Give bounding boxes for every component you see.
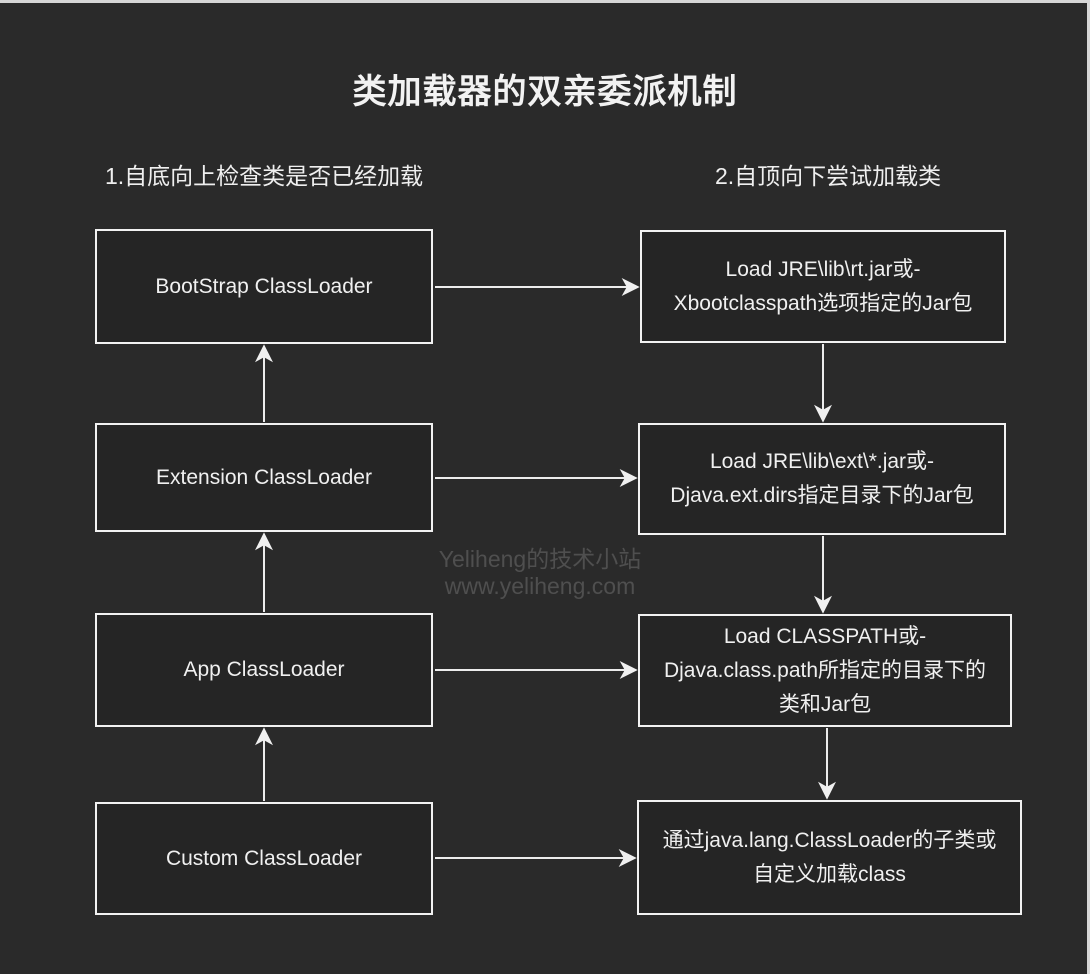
node-label: 通过java.lang.ClassLoader的子类或 自定义加载class bbox=[662, 828, 997, 886]
node-load-classpath: Load CLASSPATH或- Djava.class.path所指定的目录下… bbox=[638, 614, 1012, 727]
node-bootstrap-classloader: BootStrap ClassLoader bbox=[95, 229, 433, 344]
watermark-line2: www.yeliheng.com bbox=[444, 573, 636, 599]
node-label: BootStrap ClassLoader bbox=[155, 274, 373, 298]
window-edge-top bbox=[0, 0, 1090, 3]
watermark: Yeliheng的技术小站 www.yeliheng.com bbox=[0, 546, 1080, 600]
window-edge-right bbox=[1087, 0, 1090, 974]
node-label: Custom ClassLoader bbox=[165, 846, 363, 870]
step2-label: 2.自顶向下尝试加载类 bbox=[715, 163, 942, 189]
node-custom-classloader: Custom ClassLoader bbox=[95, 802, 433, 915]
node-load-extjar: Load JRE\lib\ext\*.jar或- Djava.ext.dirs指… bbox=[638, 423, 1006, 535]
node-load-custom-class: 通过java.lang.ClassLoader的子类或 自定义加载class bbox=[637, 800, 1022, 915]
node-label: Load JRE\lib\rt.jar或- Xbootclasspath选项指定… bbox=[673, 257, 973, 315]
node-label: Load CLASSPATH或- Djava.class.path所指定的目录下… bbox=[663, 624, 987, 716]
node-label: App ClassLoader bbox=[183, 658, 345, 681]
node-label: Extension ClassLoader bbox=[156, 465, 372, 489]
diagram-title: 类加载器的双亲委派机制 bbox=[352, 73, 738, 111]
step1-label: 1.自底向上检查类是否已经加载 bbox=[105, 163, 424, 189]
watermark-line1: Yeliheng的技术小站 bbox=[438, 546, 642, 572]
node-label: Load JRE\lib\ext\*.jar或- Djava.ext.dirs指… bbox=[670, 450, 974, 507]
node-app-classloader: App ClassLoader bbox=[95, 613, 433, 727]
node-load-rtjar: Load JRE\lib\rt.jar或- Xbootclasspath选项指定… bbox=[640, 230, 1006, 343]
node-extension-classloader: Extension ClassLoader bbox=[95, 423, 433, 532]
